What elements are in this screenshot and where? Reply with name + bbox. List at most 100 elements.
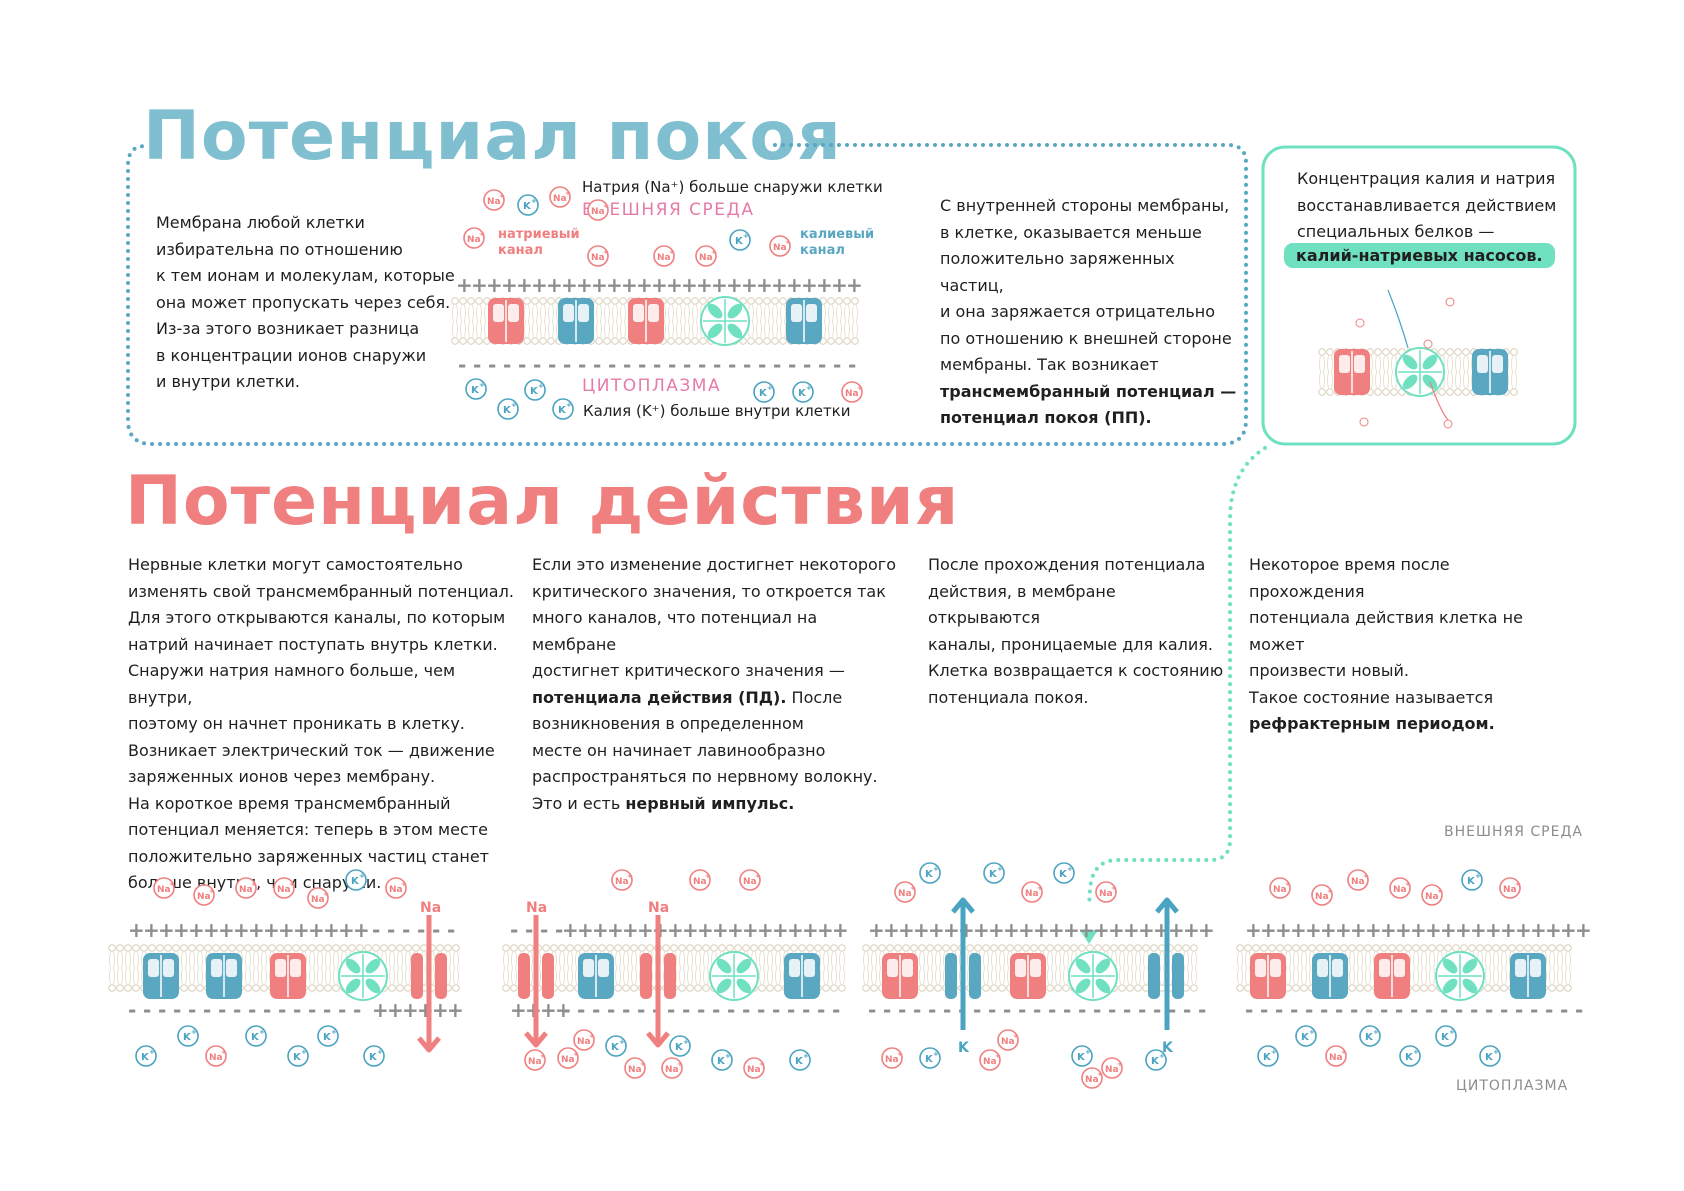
rest-k-channel-1 bbox=[558, 298, 594, 344]
svg-text:+: + bbox=[149, 1048, 155, 1056]
rest-outside-ion-2: Na+ bbox=[549, 186, 571, 208]
svg-text:-: - bbox=[173, 998, 181, 1022]
svg-text:-: - bbox=[638, 353, 646, 377]
svg-text:+: + bbox=[816, 273, 833, 297]
pump-na-channel bbox=[1334, 349, 1370, 395]
svg-text:-: - bbox=[1515, 998, 1523, 1022]
s4-out-ion-5: K+ bbox=[1461, 869, 1483, 891]
svg-text:-: - bbox=[473, 353, 481, 377]
s1-na-channel-open bbox=[411, 953, 447, 999]
pump-mini-ion-0 bbox=[1355, 318, 1365, 328]
s3-k-arrow-label-2: K bbox=[1162, 1040, 1174, 1056]
svg-text:+: + bbox=[772, 918, 789, 942]
svg-text:Na: Na bbox=[628, 1065, 642, 1075]
s1-na-arrow-label: Na bbox=[420, 900, 441, 916]
svg-text:K: K bbox=[989, 869, 998, 880]
svg-text:+: + bbox=[846, 273, 863, 297]
pump-mini-ion-4 bbox=[1443, 419, 1453, 429]
svg-text:-: - bbox=[503, 353, 511, 377]
svg-text:+: + bbox=[711, 248, 717, 256]
svg-text:+: + bbox=[188, 918, 205, 942]
rest-inside-ion-1: K+ bbox=[497, 398, 519, 420]
svg-text:+: + bbox=[1341, 1048, 1347, 1056]
svg-text:Na: Na bbox=[1503, 885, 1517, 895]
svg-text:Na: Na bbox=[699, 253, 713, 263]
s4-in-ion-3: K+ bbox=[1359, 1025, 1381, 1047]
svg-text:+: + bbox=[1373, 1028, 1379, 1036]
svg-text:-: - bbox=[682, 998, 690, 1022]
pump-arrow-in bbox=[1387, 289, 1409, 349]
svg-text:+: + bbox=[1350, 918, 1367, 942]
svg-text:+: + bbox=[1085, 1048, 1091, 1056]
svg-text:+: + bbox=[353, 918, 370, 942]
svg-text:+: + bbox=[1575, 918, 1592, 942]
svg-text:-: - bbox=[758, 353, 766, 377]
s3-minus: ----------------------- bbox=[868, 998, 1206, 1022]
svg-text:+: + bbox=[1275, 918, 1292, 942]
svg-text:K: K bbox=[1405, 1052, 1414, 1063]
pump-k-channel bbox=[1472, 349, 1508, 395]
svg-text:+: + bbox=[1033, 918, 1050, 942]
svg-text:+: + bbox=[767, 384, 773, 392]
svg-text:-: - bbox=[1245, 998, 1253, 1022]
svg-text:-: - bbox=[988, 998, 996, 1022]
svg-text:+: + bbox=[1413, 1048, 1419, 1056]
s2-na-arrow-1 bbox=[524, 915, 548, 1048]
svg-text:Na: Na bbox=[1085, 1075, 1099, 1085]
s2-na-arrow-2 bbox=[646, 915, 670, 1048]
svg-text:+: + bbox=[697, 918, 714, 942]
svg-text:Na: Na bbox=[487, 197, 501, 207]
svg-text:+: + bbox=[1037, 884, 1043, 892]
svg-text:+: + bbox=[540, 1052, 546, 1060]
svg-text:+: + bbox=[897, 1050, 903, 1058]
svg-text:-: - bbox=[913, 998, 921, 1022]
s3-k-channel-open bbox=[945, 953, 981, 999]
rest-outside-ion-9: Na+ bbox=[769, 235, 791, 257]
svg-text:-: - bbox=[1455, 998, 1463, 1022]
svg-text:-: - bbox=[372, 918, 380, 942]
svg-text:Na: Na bbox=[239, 885, 253, 895]
svg-text:+: + bbox=[251, 880, 257, 888]
svg-text:+: + bbox=[471, 273, 488, 297]
svg-text:+: + bbox=[995, 1052, 1001, 1060]
pump-connector-dotted bbox=[1087, 446, 1267, 907]
s2-in-ion-8: Na+ bbox=[743, 1057, 765, 1079]
svg-text:-: - bbox=[1183, 998, 1191, 1022]
s2-out-ion-1: Na+ bbox=[689, 869, 711, 891]
svg-text:+: + bbox=[538, 382, 544, 390]
svg-text:Na: Na bbox=[657, 253, 671, 263]
svg-text:-: - bbox=[338, 998, 346, 1022]
svg-text:+: + bbox=[1365, 918, 1382, 942]
svg-text:-: - bbox=[263, 998, 271, 1022]
action-cytoplasm-label: ЦИТОПЛАЗМА bbox=[1456, 1078, 1569, 1094]
rest-explanation-text: С внутренней стороны мембраны,в клетке, … bbox=[940, 196, 1237, 427]
svg-text:+: + bbox=[1245, 918, 1262, 942]
svg-text:-: - bbox=[743, 353, 751, 377]
svg-text:+: + bbox=[627, 872, 633, 880]
svg-text:K: K bbox=[1365, 1032, 1374, 1043]
svg-text:+: + bbox=[576, 273, 593, 297]
s4-in-ion-0: K+ bbox=[1257, 1045, 1279, 1067]
svg-text:+: + bbox=[259, 1028, 265, 1036]
svg-text:-: - bbox=[1395, 998, 1403, 1022]
svg-text:Na: Na bbox=[1329, 1053, 1343, 1063]
svg-text:-: - bbox=[518, 353, 526, 377]
s2-in-ion-5: Na+ bbox=[661, 1057, 683, 1079]
title-action-potential: Потенциал действия bbox=[125, 462, 960, 541]
rest-pump bbox=[700, 296, 750, 346]
s3-out-ion-5: Na+ bbox=[1095, 881, 1117, 903]
pump-mini-ion-2 bbox=[1423, 339, 1433, 349]
svg-text:K: K bbox=[1301, 1032, 1310, 1043]
rest-outside-ion-3: Na+ bbox=[587, 199, 609, 221]
svg-text:+: + bbox=[933, 865, 939, 873]
pump-mini-ion-3 bbox=[1359, 417, 1369, 427]
svg-text:-: - bbox=[683, 353, 691, 377]
svg-text:+: + bbox=[486, 273, 503, 297]
svg-text:+: + bbox=[1410, 918, 1427, 942]
svg-text:-: - bbox=[1290, 998, 1298, 1022]
svg-text:+: + bbox=[1108, 918, 1125, 942]
svg-text:-: - bbox=[803, 353, 811, 377]
svg-text:+: + bbox=[1138, 918, 1155, 942]
svg-text:-: - bbox=[698, 353, 706, 377]
svg-text:-: - bbox=[1198, 998, 1206, 1022]
